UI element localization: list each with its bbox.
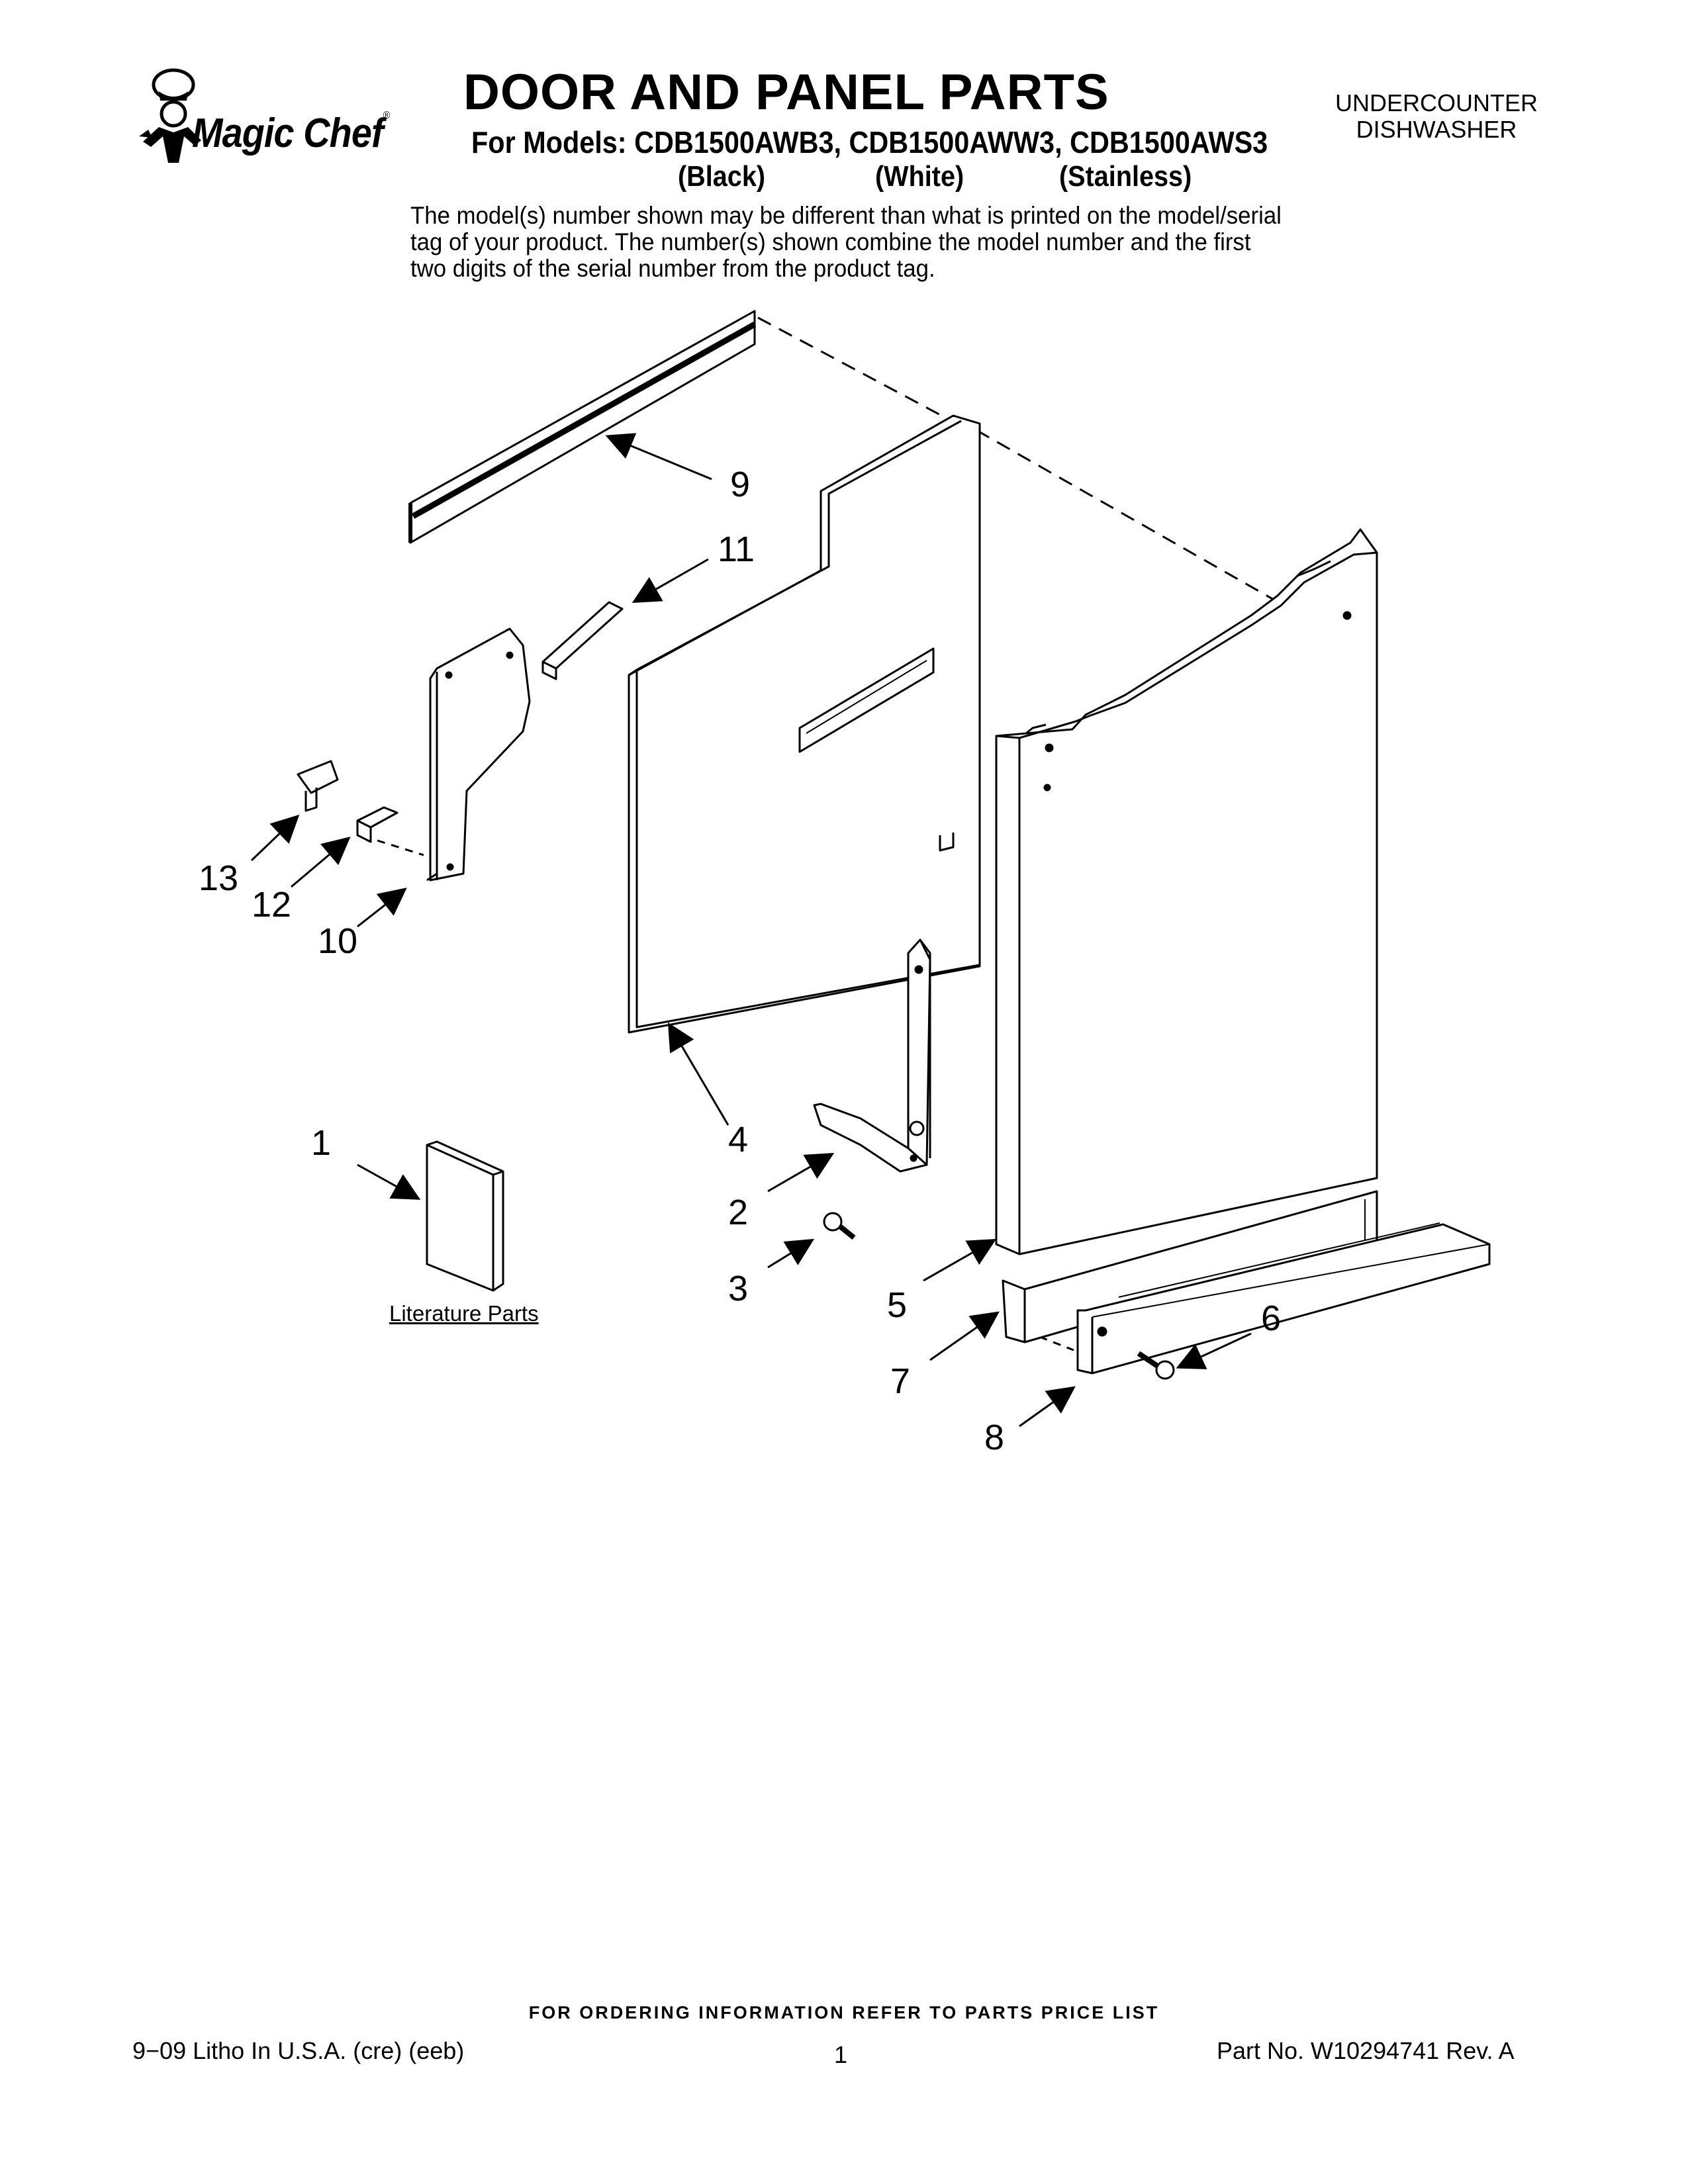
product-type-line-2: DISHWASHER xyxy=(1356,116,1517,143)
product-type-line-1: UNDERCOUNTER xyxy=(1335,89,1538,116)
product-type: UNDERCOUNTER DISHWASHER xyxy=(1297,90,1575,143)
variant-black: (Black) xyxy=(678,160,766,193)
variant-white: (White) xyxy=(875,160,964,193)
part-3-screw xyxy=(823,1212,856,1240)
callout-12: 12 xyxy=(252,885,291,925)
variant-stainless: (Stainless) xyxy=(1059,160,1192,193)
chef-mascot-icon xyxy=(139,68,201,163)
model-notice: The model(s) number shown may be differe… xyxy=(410,202,1282,282)
callout-11: 11 xyxy=(718,529,755,569)
part-6-screw xyxy=(1137,1351,1175,1380)
alignment-line xyxy=(757,316,947,420)
brand-name: Magic Chef® xyxy=(192,110,390,156)
page-number: 1 xyxy=(834,2041,848,2068)
part-10-handle-bracket xyxy=(426,627,531,882)
part-4-door-panel xyxy=(628,414,981,1034)
print-info: 9−09 Litho In U.S.A. (cre) (eeb) xyxy=(132,2037,465,2064)
part-5-outer-door xyxy=(995,528,1378,1255)
part-12-block xyxy=(356,806,399,843)
ordering-note: FOR ORDERING INFORMATION REFER TO PARTS … xyxy=(528,2003,1160,2023)
brand-logo xyxy=(132,64,205,163)
part-8-kick-plate xyxy=(1076,1222,1491,1375)
callout-4: 4 xyxy=(728,1120,748,1160)
callout-8: 8 xyxy=(984,1418,1004,1457)
part-number: Part No. W10294741 Rev. A xyxy=(1217,2037,1515,2064)
models-line: For Models: CDB1500AWB3, CDB1500AWW3, CD… xyxy=(471,125,1268,159)
part-9-trim-strip xyxy=(408,310,757,544)
callout-9: 9 xyxy=(730,465,750,504)
callout-2: 2 xyxy=(728,1193,748,1232)
callout-5: 5 xyxy=(887,1285,907,1325)
callout-10: 10 xyxy=(318,921,357,961)
callout-13: 13 xyxy=(199,858,238,898)
part-2-hinge-bracket xyxy=(813,938,931,1173)
part-11-spacer-bar xyxy=(541,601,624,680)
part-1-literature xyxy=(426,1140,504,1292)
callout-3: 3 xyxy=(728,1269,748,1308)
literature-parts-label: Literature Parts xyxy=(389,1301,539,1326)
page-title: DOOR AND PANEL PARTS xyxy=(463,64,1109,120)
callout-7: 7 xyxy=(890,1361,910,1401)
part-13-latch-clip xyxy=(297,760,339,812)
callout-1: 1 xyxy=(311,1123,331,1163)
callout-6: 6 xyxy=(1261,1298,1281,1338)
alignment-line xyxy=(976,429,1285,607)
